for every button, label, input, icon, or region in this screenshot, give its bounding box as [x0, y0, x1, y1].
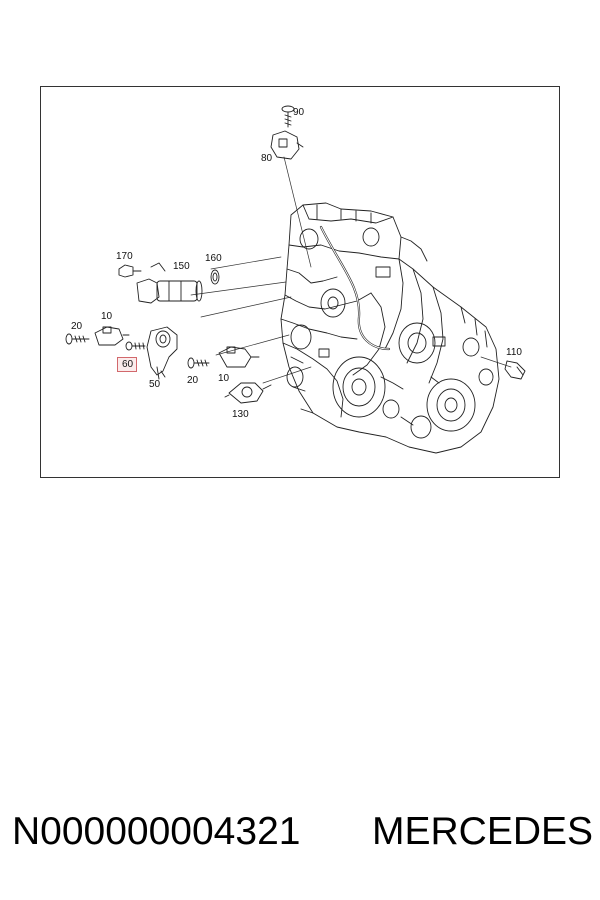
parts-diagram: 90 80 170 150 160 10 20 60 50 20 10 130 … [40, 86, 560, 478]
bolt-170 [118, 264, 142, 278]
bolt-60 [125, 341, 146, 351]
transmission-housing [280, 202, 500, 454]
callout-10-left: 10 [101, 311, 113, 322]
part-number: N000000004321 [12, 810, 301, 853]
solenoid-150 [136, 262, 203, 304]
callout-50: 50 [149, 379, 161, 390]
callout-110: 110 [506, 347, 522, 358]
sensor-50 [146, 326, 178, 380]
callout-80: 80 [261, 153, 273, 164]
callout-20-left: 20 [71, 321, 83, 332]
callout-10-middle: 10 [218, 373, 230, 384]
callout-20-middle: 20 [187, 375, 199, 386]
transmission-exploded-view [65, 105, 526, 454]
sensor-80 [270, 130, 304, 160]
sensor-110 [504, 360, 526, 380]
brand-name: MERCEDES [372, 810, 594, 853]
callout-160: 160 [205, 253, 222, 264]
speed-sensor-10-middle [218, 346, 260, 368]
callout-90: 90 [293, 107, 305, 118]
o-ring-160 [210, 269, 220, 285]
bolt-20-left [65, 333, 90, 345]
sensor-130 [224, 382, 272, 404]
screw-90 [281, 105, 295, 128]
speed-sensor-10-left [94, 326, 130, 346]
product-caption: N000000004321 MERCEDES [0, 806, 600, 862]
bolt-20-middle [187, 357, 210, 369]
callout-150: 150 [173, 261, 190, 272]
callout-130: 130 [232, 409, 249, 420]
callout-60-highlighted[interactable]: 60 [117, 357, 138, 372]
callout-170: 170 [116, 251, 133, 262]
